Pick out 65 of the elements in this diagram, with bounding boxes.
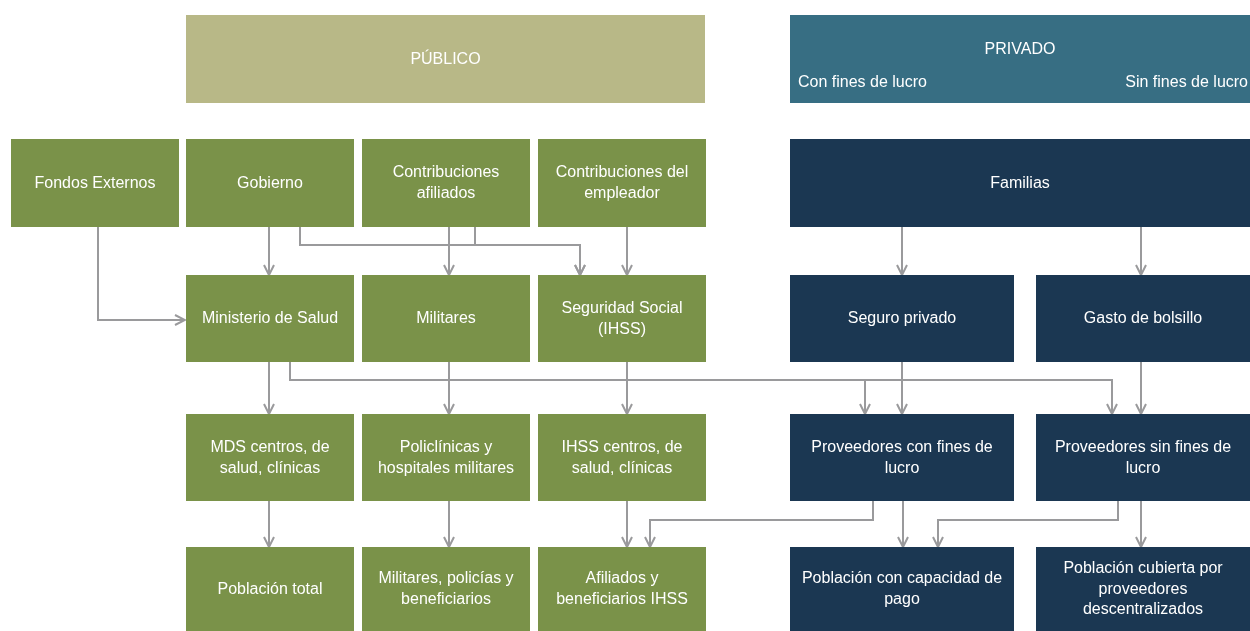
arrow: [644, 500, 874, 548]
process-box: [538, 139, 706, 227]
box-label: Contribuciones afiliados: [391, 162, 501, 203]
arrow: [1135, 500, 1147, 548]
section-subtitle: Sin fines de lucro: [1125, 72, 1248, 93]
section-title: PRIVADO: [984, 38, 1056, 59]
box-label: Gasto de bolsillo: [1083, 308, 1203, 329]
process-box: [790, 275, 1014, 362]
box-label: Seguro privado: [847, 308, 957, 329]
arrow: [621, 226, 633, 276]
arrow: [932, 500, 1119, 548]
arrow: [443, 361, 455, 415]
arrow: [1135, 226, 1147, 276]
box-label: Población total: [217, 578, 323, 599]
box-label: Fondos Externos: [34, 172, 156, 193]
arrow: [443, 500, 455, 548]
process-box: [186, 547, 354, 631]
header-band: [790, 15, 1250, 103]
process-box: [790, 547, 1014, 631]
process-box: [362, 547, 530, 631]
process-box: [538, 547, 706, 631]
section-title: PÚBLICO: [410, 48, 481, 69]
box-label: Gobierno: [237, 172, 303, 193]
arrow: [443, 226, 455, 276]
process-box: [362, 139, 530, 227]
process-box: [186, 275, 354, 362]
arrow: [263, 226, 275, 276]
arrow: [897, 500, 909, 548]
box-label: Policlínicas y hospitales militares: [376, 436, 516, 478]
box-label: Población cubierta por proveedores descentralizados: [1062, 557, 1224, 620]
box-label: Militares, policías y beneficiarios: [377, 568, 515, 609]
box-label: Seguridad Social (IHSS): [560, 297, 684, 339]
process-box: [790, 414, 1014, 501]
arrow: [97, 226, 186, 326]
box-label: MDS centros, de salud, clínicas: [209, 436, 331, 478]
arrow: [896, 361, 908, 415]
process-box: [362, 414, 530, 501]
box-label: Militares: [416, 308, 476, 329]
arrow: [896, 226, 908, 276]
box-label: IHSS centros, de salud, clínicas: [560, 436, 684, 478]
header-band: [186, 15, 705, 103]
arrow: [621, 361, 633, 415]
process-box: [186, 139, 354, 227]
process-box: [1036, 414, 1250, 501]
box-label: Ministerio de Salud: [201, 308, 339, 329]
process-box: [790, 139, 1250, 227]
arrow: [621, 500, 633, 548]
arrow: [1135, 361, 1147, 415]
process-box: [538, 414, 706, 501]
process-box: [1036, 275, 1250, 362]
process-box: [11, 139, 179, 227]
section-subtitle: Con fines de lucro: [798, 72, 927, 93]
arrow: [474, 226, 586, 276]
box-label: Afiliados y beneficiarios IHSS: [555, 568, 689, 609]
box-label: Familias: [990, 172, 1050, 193]
box-label: Contribuciones del empleador: [554, 162, 690, 203]
process-box: [186, 414, 354, 501]
process-box: [362, 275, 530, 362]
arrow: [263, 500, 275, 548]
box-label: Proveedores con fines de lucro: [810, 436, 994, 478]
process-box: [1036, 547, 1250, 631]
box-label: Proveedores sin fines de lucro: [1053, 436, 1233, 478]
arrow: [263, 361, 275, 415]
box-label: Población con capacidad de pago: [800, 568, 1004, 609]
process-box: [538, 275, 706, 362]
